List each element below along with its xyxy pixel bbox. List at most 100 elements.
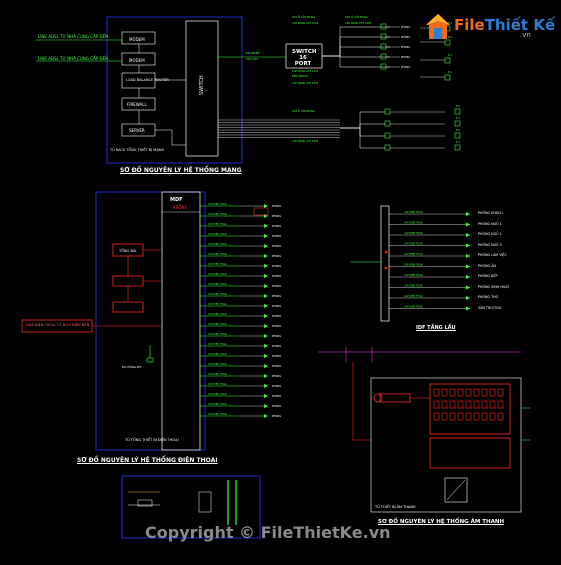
outlet-box	[384, 144, 391, 151]
amp-channel	[449, 388, 456, 397]
red-outlet	[253, 207, 269, 216]
amp-channel	[465, 400, 472, 409]
modem-2-box	[121, 52, 156, 66]
idf-outlet-icon	[466, 285, 470, 290]
network-switch-label: SWITCH	[199, 75, 205, 95]
amp-channel	[433, 412, 440, 421]
cable-text: CÁP ĐIỆN THOẠI	[404, 243, 423, 246]
cable-text: CÁP ĐIỆN THOẠI	[404, 253, 423, 256]
amp-channel	[441, 388, 448, 397]
room-text: PHÒNG	[272, 203, 281, 208]
router-box	[121, 72, 156, 89]
room-text: PHÒNG	[401, 34, 410, 39]
amp-channel	[481, 400, 488, 409]
cable-text: CÁP ĐIỆN THOẠI	[404, 306, 423, 309]
outlet-box	[454, 132, 461, 139]
outlet-box	[454, 144, 461, 151]
room-text: PHÒNG	[272, 323, 281, 328]
idf-room-label: PHÒNG NGỦ 2	[478, 232, 502, 236]
phone-outlet-icon	[264, 234, 268, 238]
idf-outlet-icon	[466, 296, 470, 300]
cable-text: CÁP ĐIỆN THOẠI	[208, 313, 227, 316]
port-text: B.1	[448, 35, 453, 39]
label-text: VÀO Ổ CẮM MẠNG	[292, 108, 315, 113]
label-text: BỘ CHỐNG SÉT	[122, 364, 142, 369]
amp-channel	[497, 412, 504, 421]
outlet-box	[380, 43, 387, 50]
phone-outlet-icon	[264, 254, 268, 258]
room-text: PHÒNG	[272, 373, 281, 378]
phone-box-2	[112, 275, 144, 287]
phone-rack-label: TỦ TỔNG THIẾT BỊ ĐIỆN THOẠI	[125, 438, 179, 442]
audio-diagram-title: SƠ ĐỒ NGUYÊN LÝ HỆ THỐNG ÂM THANH	[378, 519, 505, 525]
outlet-box	[380, 23, 387, 30]
outlet-box	[444, 74, 451, 81]
label-text: CÁP MẠNG UTP CAT6	[345, 20, 372, 25]
amp-channel	[489, 400, 496, 409]
cable-text: CÁP ĐIỆN THOẠI	[208, 303, 227, 306]
outlet-box	[384, 120, 391, 127]
amp-channel	[465, 388, 472, 397]
amp-channel	[481, 412, 488, 421]
cable-text: CÁP ĐIỆN THOẠI	[208, 273, 227, 276]
logo-word-thietke: Thiết Kế	[484, 16, 556, 34]
phone-outlet-icon	[264, 204, 268, 208]
switch16-label: SWITCH 16 PORT	[292, 49, 317, 67]
idf-outlet-icon	[466, 264, 470, 269]
label-text: CÁP MẠNG UTP CAT6	[292, 20, 319, 25]
phone-outlet-icon	[264, 394, 268, 398]
detail-frame	[121, 475, 261, 539]
cable-text: CÁP ĐIỆN THOẠI	[208, 393, 227, 396]
phone-diagram-title: SƠ ĐỒ NGUYÊN LÝ HỆ THỐNG ĐIỆN THOẠI	[77, 457, 218, 464]
cable-text: CÁP ĐIỆN THOẠI	[208, 343, 227, 346]
cable-text: CÁP ĐIỆN THOẠI	[208, 283, 227, 286]
modem-2-label: MODEM	[129, 58, 145, 63]
port-text: B.1	[456, 104, 461, 108]
idf-outlet-icon	[466, 212, 470, 216]
outlet-box	[444, 39, 451, 46]
outlet-box	[380, 53, 387, 60]
amp-channel	[441, 412, 448, 421]
label-text: VÀO Ổ CẮM MẠNG	[292, 14, 315, 19]
room-text: PHÒNG	[272, 253, 281, 258]
room-text: PHÒNG	[401, 24, 410, 29]
cable-text: CÁP ĐIỆN THOẠI	[404, 232, 423, 235]
idf-outlet-icon	[466, 275, 470, 279]
outlet-box	[444, 57, 451, 64]
modem-1-label: MODEM	[129, 37, 145, 42]
idf-room-label: PHÒNG THỜ	[478, 295, 499, 299]
cable-text: CÁP ĐIỆN THOẠI	[208, 353, 227, 356]
room-text: PHÒNG	[272, 353, 281, 358]
phone-outlet-icon	[264, 314, 268, 318]
phone-outlet-icon	[264, 304, 268, 308]
port-text: B.1	[456, 140, 461, 144]
phone-outlet-icon	[264, 414, 268, 418]
cable-text: CÁP ĐIỆN THOẠI	[208, 213, 227, 216]
room-text: PHÒNG	[272, 403, 281, 408]
idf-outlet-icon	[466, 222, 470, 227]
cable-text: CÁP ĐIỆN THOẠI	[208, 243, 227, 246]
pabx-label: TỔNG ĐÀI	[119, 249, 137, 253]
filethietke-logo: FileThiết Kế .vn	[424, 12, 555, 44]
logo-wordmark: FileThiết Kế	[454, 16, 555, 34]
idf-outlet-icon	[466, 306, 470, 311]
amp-channel	[433, 388, 440, 397]
outlet-box	[454, 120, 461, 127]
red-dot	[384, 250, 388, 254]
switch-rack-box	[185, 20, 219, 157]
room-text: PHÒNG	[401, 44, 410, 49]
idf-room-label: PHÒNG BẾP	[478, 274, 498, 278]
modem-1-box	[121, 31, 156, 45]
cable-text: CÁP ĐIỆN THOẠI	[208, 323, 227, 326]
idf-outlet-icon	[466, 233, 470, 237]
logo-domain: .vn	[520, 31, 531, 39]
house-logo-icon	[426, 14, 450, 39]
cable-text: CÁP ĐIỆN THOẠI	[404, 264, 423, 267]
port-text: B.1	[448, 53, 453, 57]
cable-text: CÁP ĐIỆN THOẠI	[208, 233, 227, 236]
amp-channel	[497, 388, 504, 397]
idf-room-label: PHÒNG NGỦ 1	[478, 221, 502, 226]
mdf-label: MDF	[170, 197, 183, 203]
cable-text: UTP CAT6	[246, 57, 258, 61]
amp-channel	[449, 400, 456, 409]
